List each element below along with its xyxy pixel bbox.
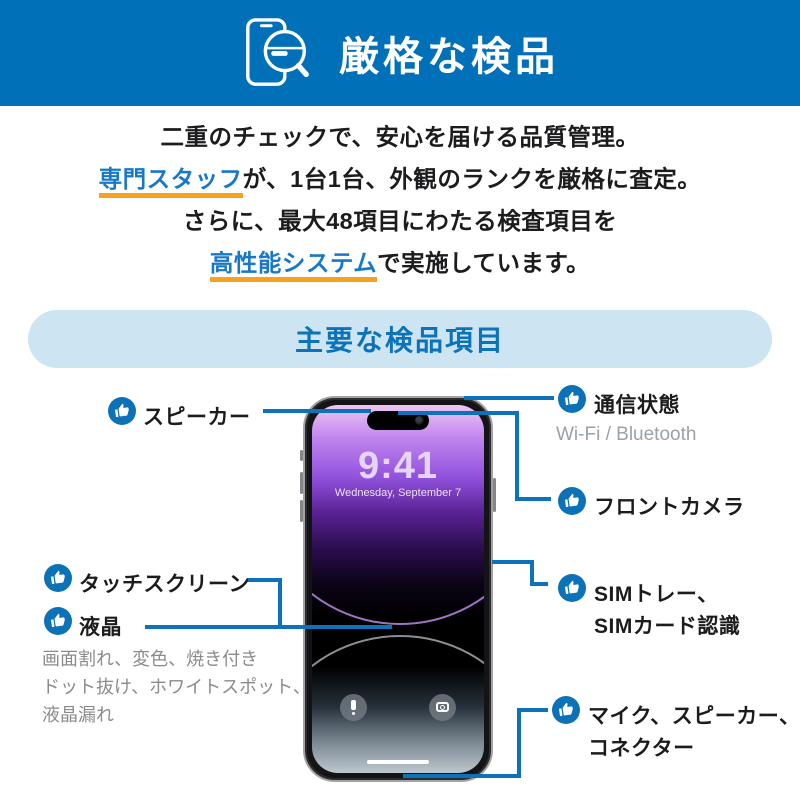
thumbs-up-icon — [552, 696, 580, 724]
flashlight-icon — [351, 700, 356, 710]
callout-label-mic-2: コネクター — [588, 737, 695, 760]
dynamic-island — [367, 411, 429, 430]
thumbs-up-icon — [558, 574, 586, 602]
comm-callout-line — [464, 396, 554, 400]
iphone-screen: 9:41 Wednesday, September 7 — [312, 405, 484, 773]
keyword-staff: 専門スタッフ — [98, 166, 243, 198]
touchscreen-callout-line-v — [278, 578, 282, 629]
thumbs-up-icon — [44, 607, 72, 635]
sim-callout-line-h2 — [530, 582, 548, 586]
power-button — [493, 478, 496, 512]
callout-label-comm: 通信状態 — [594, 394, 680, 417]
intro-line-4: 高性能システムで実施しています。 — [0, 242, 800, 284]
camera-icon — [436, 702, 449, 712]
iphone-illustration: 9:41 Wednesday, September 7 — [303, 396, 493, 782]
mic-callout-line-v — [517, 708, 521, 778]
lcd-note: 画面割れ、変色、焼き付き ドット抜け、ホワイトスポット、 液晶漏れ — [42, 645, 311, 729]
volume-up-button — [300, 472, 303, 494]
speaker-callout-line — [263, 409, 371, 413]
wallpaper-ring-silver — [312, 635, 484, 725]
wallpaper-ring-purple — [312, 525, 484, 625]
lcd-note-line-1: 画面割れ、変色、焼き付き — [42, 649, 259, 669]
callout-label-lcd: 液晶 — [79, 616, 122, 639]
callout-label-mic-1: マイク、スピーカー、 — [588, 705, 800, 728]
sim-callout-line-v — [530, 560, 534, 586]
section-title: 主要な検品項目 — [294, 325, 505, 356]
wallpaper-circles — [312, 525, 484, 725]
thumbs-up-icon — [108, 397, 136, 425]
intro-line-3: さらに、最大48項目にわたる検査項目を — [182, 208, 618, 234]
callout-label-sim-1: SIMトレー、 — [594, 583, 719, 606]
thumbs-up-icon — [558, 385, 586, 413]
sim-callout-line-h1 — [492, 560, 534, 564]
mic-callout-line-h2 — [517, 708, 548, 712]
front-camera-callout-line-h1 — [398, 411, 519, 415]
callout-label-touchscreen: タッチスクリーン — [79, 573, 250, 596]
phone-magnifier-icon — [246, 18, 309, 86]
touchscreen-callout-line-h — [247, 578, 282, 582]
keyword-system: 高性能システム — [209, 250, 378, 282]
header-banner: 厳格な検品 — [0, 0, 800, 106]
thumbs-up-icon — [44, 564, 72, 592]
callout-label-sim-2: SIMカード認識 — [594, 615, 741, 638]
thumbs-up-icon — [558, 487, 586, 515]
callout-sub-comm: Wi-Fi / Bluetooth — [556, 424, 697, 445]
lcd-callout-line — [145, 625, 392, 629]
lockscreen-time: 9:41 — [357, 445, 439, 487]
lcd-note-line-3: 液晶漏れ — [42, 705, 114, 725]
callout-label-speaker: スピーカー — [143, 406, 251, 429]
camera-button — [429, 694, 456, 721]
mic-callout-line-h1 — [403, 774, 521, 778]
front-camera-dot — [415, 416, 424, 425]
page-title: 厳格な検品 — [339, 35, 559, 79]
home-indicator — [367, 760, 429, 764]
callout-label-front-camera: フロントカメラ — [594, 496, 745, 519]
mute-switch — [300, 450, 303, 461]
intro-line-2: 専門スタッフが、1台1台、外観のランクを厳格に査定。 — [0, 158, 800, 200]
front-camera-callout-line-v — [515, 411, 519, 501]
intro-line-1: 二重のチェックで、安心を届ける品質管理。 — [160, 124, 640, 150]
lockscreen-date: Wednesday, September 7 — [334, 487, 462, 499]
lcd-note-line-2: ドット抜け、ホワイトスポット、 — [42, 677, 311, 697]
flashlight-button — [340, 694, 367, 721]
section-title-pill: 主要な検品項目 — [28, 310, 772, 368]
front-camera-callout-line-h2 — [515, 497, 551, 501]
volume-down-button — [300, 500, 303, 522]
intro-paragraph: 二重のチェックで、安心を届ける品質管理。 専門スタッフが、1台1台、外観のランク… — [0, 116, 800, 284]
